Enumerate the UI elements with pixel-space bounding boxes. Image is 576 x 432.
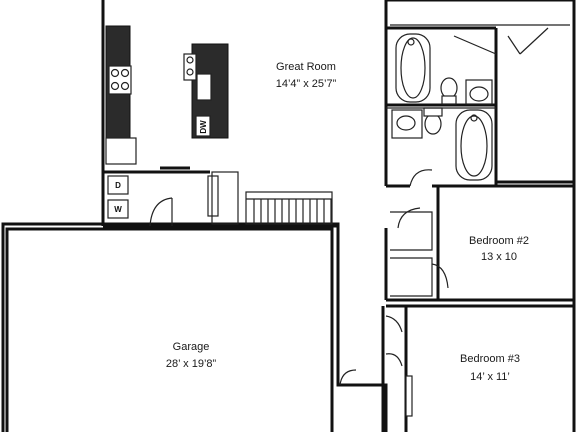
room-labels: Great Room 14’4” x 25’7” Bedroom #2 13 x…	[166, 61, 529, 383]
dryer-label: D	[115, 181, 121, 190]
sink	[196, 73, 212, 101]
garage-dims: 28’ x 19’8”	[166, 358, 217, 370]
dishwasher-icon	[195, 115, 211, 137]
toilet-icon-2	[424, 113, 442, 135]
kitchen: DW	[105, 25, 229, 165]
bedroom2-name: Bedroom #2	[469, 235, 529, 247]
washer-icon	[107, 199, 129, 219]
range	[108, 65, 132, 95]
washer-label: W	[114, 205, 122, 214]
dryer-icon	[107, 175, 129, 195]
bathrooms	[386, 27, 549, 181]
dishwasher-label: DW	[199, 120, 208, 134]
bathtub-icon	[395, 33, 431, 103]
laundry: D W	[103, 166, 239, 227]
stairs	[245, 191, 333, 225]
toilet-icon	[440, 77, 458, 99]
bedroom3-dims: 14’ x 11’	[470, 371, 510, 383]
great-room-dims: 14’4” x 25’7”	[276, 78, 337, 90]
doors	[339, 169, 449, 417]
garage-name: Garage	[173, 341, 210, 353]
great-room-name: Great Room	[276, 61, 336, 73]
bathtub-icon-2	[455, 109, 493, 181]
bedroom2-dims: 13 x 10	[481, 251, 517, 263]
bedroom3-name: Bedroom #3	[460, 353, 520, 365]
